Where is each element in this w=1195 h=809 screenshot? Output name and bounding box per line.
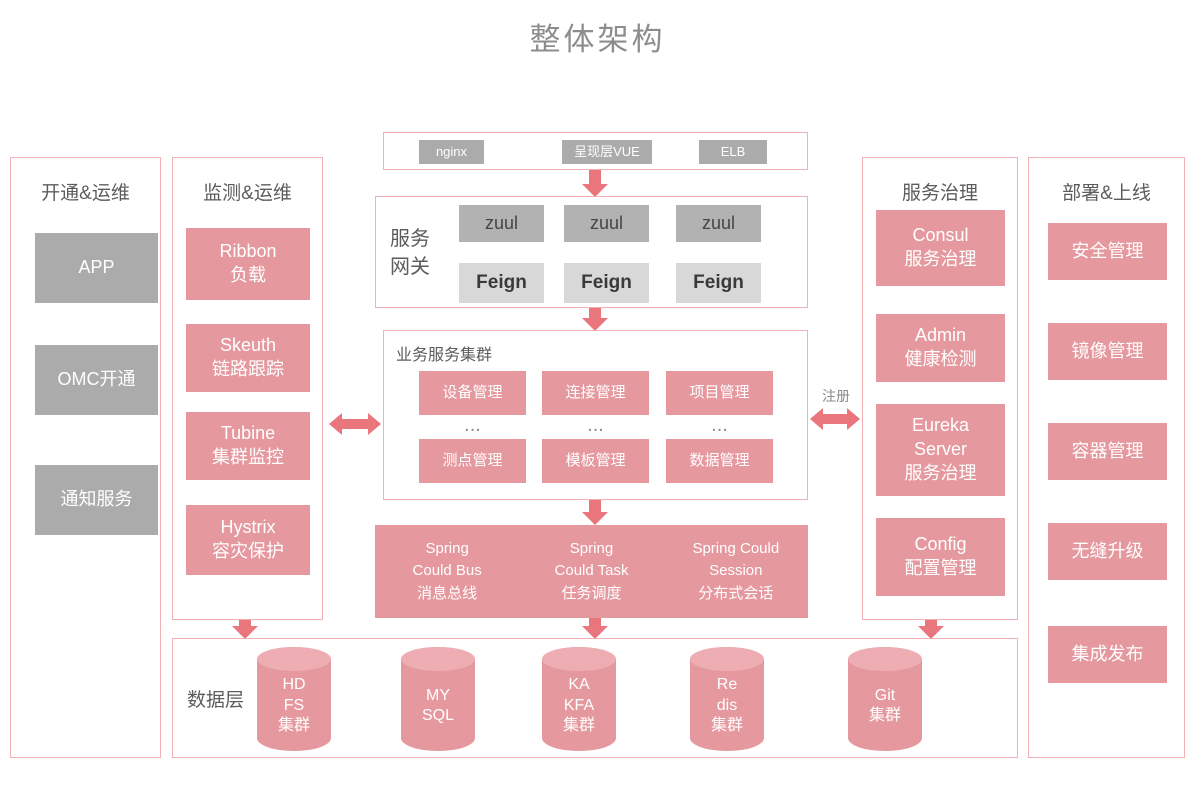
node-admin: Admin 健康检测 (876, 314, 1005, 382)
arrow-monitoring-to-data (232, 620, 258, 639)
arrow-business-to-spring (582, 500, 608, 525)
arrow-head-right (847, 408, 860, 430)
arrow-head (232, 626, 258, 639)
ellipsis-1: ... (464, 414, 481, 436)
node-container-mgmt: 容器管理 (1048, 423, 1167, 480)
ellipsis-2: ... (587, 414, 604, 436)
db-git-label: Git 集群 (868, 686, 901, 724)
arrow-shaft (589, 500, 601, 512)
gateway-panel: 服务 网关 zuul zuul zuul Feign Feign Feign (375, 196, 808, 308)
node-nginx: nginx (419, 140, 484, 164)
db-mysql-label: MY SQL (421, 686, 454, 724)
node-connection-mgmt: 连接管理 (542, 371, 649, 415)
page-title: 整体架构 (529, 22, 666, 57)
register-label: 注册 (822, 388, 850, 404)
db-kafka-label: KA KFA 集群 (562, 676, 595, 735)
node-feign-2: Feign (564, 263, 649, 303)
db-redis-cylinder: Re dis 集群 (690, 647, 764, 751)
node-consul: Consul 服务治理 (876, 210, 1005, 286)
governance-panel: 服务治理 Consul 服务治理 Admin 健康检测 Eureka Serve… (862, 157, 1018, 620)
node-template-mgmt: 模板管理 (542, 439, 649, 483)
arrow-head-left (329, 413, 342, 435)
node-spring-cloud-task: Spring Could Task 任务调度 (554, 539, 629, 602)
node-zuul-3: zuul (676, 205, 761, 242)
arrow-head (582, 318, 608, 331)
node-vue-layer: 呈现层VUE (562, 140, 652, 164)
node-project-mgmt: 项目管理 (666, 371, 773, 415)
node-device-mgmt: 设备管理 (419, 371, 526, 415)
node-notify-service: 通知服务 (35, 465, 158, 535)
business-cluster-panel: 业务服务集群 设备管理 连接管理 项目管理 ... ... ... 测点管理 模… (383, 330, 808, 500)
data-layer-panel: 数据层 HD FS 集群 MY SQL KA KFA 集群 Re dis 集群 … (172, 638, 1018, 758)
arrow-shaft (823, 414, 847, 424)
arrow-head (582, 512, 608, 525)
node-feign-1: Feign (459, 263, 544, 303)
node-omc: OMC开通 (35, 345, 158, 415)
db-git-cylinder: Git 集群 (848, 647, 922, 751)
node-ribbon: Ribbon 负载 (186, 228, 310, 300)
node-spring-cloud-bus: Spring Could Bus 消息总线 (412, 539, 482, 602)
node-data-mgmt: 数据管理 (666, 439, 773, 483)
gateway-label: 服务 网关 (390, 228, 430, 278)
node-app: APP (35, 233, 158, 303)
data-layer-label: 数据层 (187, 690, 245, 711)
arrow-shaft (239, 620, 251, 626)
arrow-shaft (589, 170, 601, 184)
arrow-governance-to-data (918, 620, 944, 639)
db-hdfs-label: HD FS 集群 (277, 676, 310, 735)
node-zuul-2: zuul (564, 205, 649, 242)
node-sleuth: Skeuth 链路跟踪 (186, 324, 310, 392)
arrow-head (918, 626, 944, 639)
node-security-mgmt: 安全管理 (1048, 223, 1167, 280)
monitoring-header: 监测&运维 (203, 183, 292, 204)
presentation-bar: nginx 呈现层VUE ELB (383, 132, 808, 170)
node-point-mgmt: 测点管理 (419, 439, 526, 483)
governance-header: 服务治理 (901, 183, 978, 204)
arrow-head-right (368, 413, 381, 435)
node-config: Config 配置管理 (876, 518, 1005, 596)
provisioning-header: 开通&运维 (41, 183, 130, 204)
node-seamless-upgrade: 无缝升级 (1048, 523, 1167, 580)
node-turbine: Tubine 集群监控 (186, 412, 310, 480)
ellipsis-3: ... (711, 414, 728, 436)
arrow-head (582, 626, 608, 639)
db-mysql-cylinder: MY SQL (401, 647, 475, 751)
node-hystrix: Hystrix 容灾保护 (186, 505, 310, 575)
arrow-shaft (342, 419, 368, 429)
arrow-shaft (589, 618, 601, 626)
arrow-presentation-to-gateway (582, 170, 608, 197)
arrow-business-governance (810, 408, 860, 430)
arrow-shaft (589, 308, 601, 318)
business-cluster-label: 业务服务集群 (396, 347, 493, 364)
db-kafka-cylinder: KA KFA 集群 (542, 647, 616, 751)
provisioning-panel: 开通&运维 APP OMC开通 通知服务 (10, 157, 161, 758)
spring-bar: Spring Could Bus 消息总线 Spring Could Task … (375, 525, 808, 618)
arrow-spring-to-data (582, 618, 608, 639)
node-zuul-1: zuul (459, 205, 544, 242)
db-hdfs-cylinder: HD FS 集群 (257, 647, 331, 751)
node-feign-3: Feign (676, 263, 761, 303)
db-redis-label: Re dis 集群 (710, 676, 743, 735)
monitoring-panel: 监测&运维 Ribbon 负载 Skeuth 链路跟踪 Tubine 集群监控 … (172, 157, 323, 620)
node-elb: ELB (699, 140, 767, 164)
node-ci-release: 集成发布 (1048, 626, 1167, 683)
node-eureka: Eureka Server 服务治理 (876, 404, 1005, 496)
arrow-gateway-to-business (582, 308, 608, 331)
arrow-monitoring-business (329, 413, 381, 435)
arrow-shaft (925, 620, 937, 626)
deployment-panel: 部署&上线 安全管理 镜像管理 容器管理 无缝升级 集成发布 (1028, 157, 1185, 758)
arrow-head-left (810, 408, 823, 430)
node-image-mgmt: 镜像管理 (1048, 323, 1167, 380)
deployment-header: 部署&上线 (1062, 183, 1151, 204)
node-spring-cloud-session: Spring Could Session 分布式会话 (692, 539, 780, 602)
arrow-head (582, 184, 608, 197)
